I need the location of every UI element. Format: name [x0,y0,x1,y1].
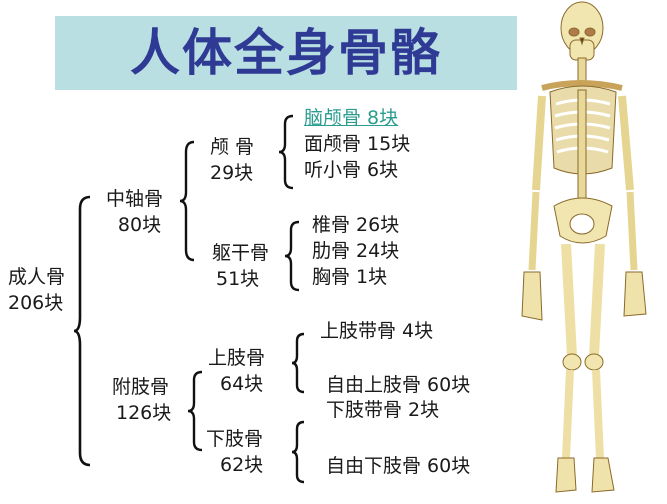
item-sternum: 胸骨 1块 [312,266,388,288]
node-name: 上肢骨 [208,347,266,369]
node-upper-limb: 上肢骨 64块 [208,345,265,397]
skeleton-icon [521,1,647,493]
brace-lower-limb [290,420,308,484]
skeleton-illustration [520,0,667,500]
node-count: 62块 [220,454,264,476]
node-count: 206块 [8,292,64,314]
node-count: 126块 [116,402,172,424]
skull-parts-list: 脑颅骨 8块 面颅骨 15块 听小骨 6块 [304,105,410,183]
node-skull: 颅 骨 29块 [210,134,254,186]
item-vertebrae: 椎骨 26块 [312,214,400,236]
title-banner: 人体全身骨骼 [55,16,517,90]
node-name: 成人骨 [8,266,66,288]
upper-part-free-limb: 自由上肢骨 60块 [326,372,470,398]
item-facial-bones: 面颅骨 15块 [304,133,411,155]
lower-part-pelvic-girdle: 下肢带骨 2块 [326,397,439,423]
brace-appendicular [186,370,206,452]
trunk-parts-list: 椎骨 26块 肋骨 24块 胸骨 1块 [312,212,399,290]
item-ribs: 肋骨 24块 [312,240,400,262]
node-count: 29块 [210,162,254,184]
item-free-lower-limb: 自由下肢骨 60块 [326,455,471,477]
brace-upper-limb [290,332,308,394]
item-ossicles: 听小骨 6块 [304,159,399,181]
brace-trunk [283,220,303,292]
upper-part-shoulder-girdle: 上肢带骨 4块 [320,318,433,344]
node-name: 中轴骨 [106,188,164,210]
node-count: 51块 [216,268,260,290]
node-adult-bones: 成人骨 206块 [8,264,65,316]
item-lower-girdle: 下肢带骨 2块 [326,399,440,421]
brace-axial [178,140,198,262]
node-count: 80块 [117,214,162,236]
item-free-upper-limb: 自由上肢骨 60块 [326,374,471,396]
link-cranial-bones[interactable]: 脑颅骨 8块 [304,107,399,129]
node-axial-skeleton: 中轴骨 80块 [106,186,163,238]
brace-root [72,195,94,467]
lower-part-free-limb: 自由下肢骨 60块 [326,453,470,479]
node-appendicular-skeleton: 附肢骨 126块 [112,374,171,426]
node-trunk: 躯干骨 51块 [212,240,269,292]
node-name: 躯干骨 [212,242,270,264]
node-name: 下肢骨 [206,428,264,450]
item-upper-girdle: 上肢带骨 4块 [320,320,434,342]
node-name: 颅 骨 [210,136,255,158]
page-title: 人体全身骨骼 [130,24,442,82]
node-name: 附肢骨 [112,376,170,398]
node-lower-limb: 下肢骨 62块 [206,426,263,478]
brace-skull [277,114,297,190]
node-count: 64块 [220,373,264,395]
